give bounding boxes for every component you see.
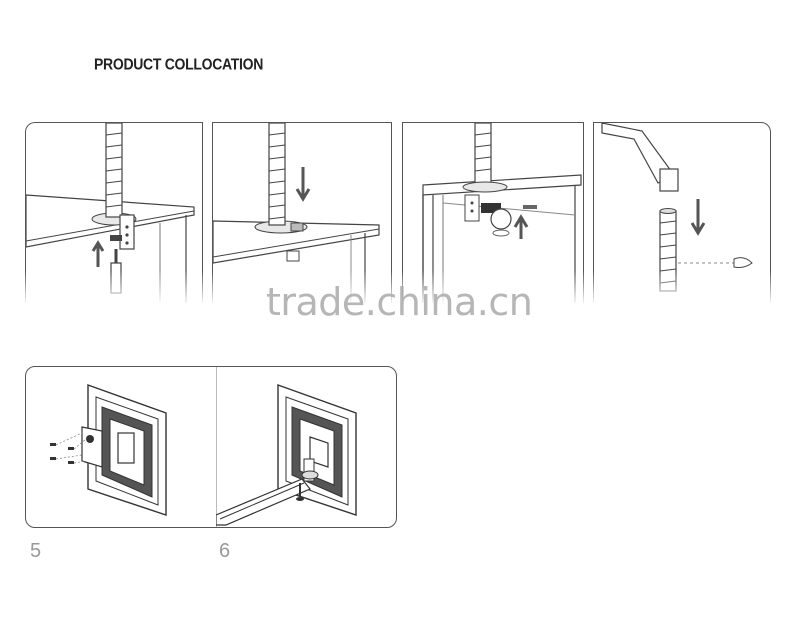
panel-divider [216, 367, 217, 527]
step-1-illustration [25, 122, 203, 303]
watermark: trade.china.cn [266, 280, 533, 324]
fade-overlay [20, 270, 780, 310]
steps-5-6-panel [25, 366, 397, 528]
step-number-6: 6 [219, 540, 231, 562]
step-5-illustration [50, 384, 167, 516]
step-number-5: 5 [30, 540, 42, 562]
step-6-illustration [216, 384, 357, 526]
page-title: PRODUCT COLLOCATION [94, 55, 264, 73]
